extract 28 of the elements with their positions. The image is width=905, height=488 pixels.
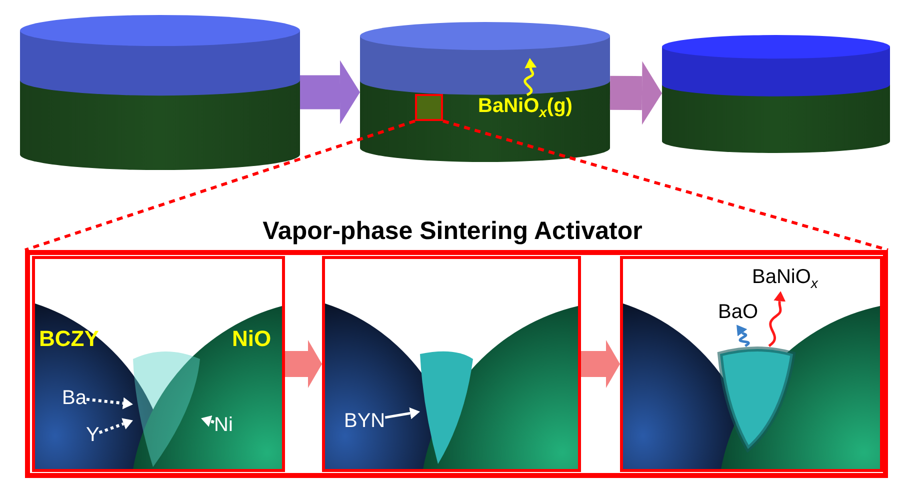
leader-arrow xyxy=(384,407,420,420)
zoom-line xyxy=(442,120,888,252)
diagram-title: Vapor-phase Sintering Activator xyxy=(262,217,644,246)
leader-arrow xyxy=(86,397,133,410)
species-label: BaNiO$_{x}$ xyxy=(752,266,818,292)
material-label: BCZY xyxy=(39,327,99,352)
element-label: Ni xyxy=(214,414,233,436)
vapor-arrow xyxy=(768,291,786,347)
species-label: BaNiO$_{x}$(g) xyxy=(478,95,572,120)
process-arrow xyxy=(581,340,620,388)
vapor-arrow xyxy=(736,324,750,348)
process-arrow xyxy=(610,61,662,126)
element-label: Ba xyxy=(62,387,86,409)
species-label: BaO xyxy=(718,301,758,323)
selection-square xyxy=(415,94,443,121)
leader-arrow xyxy=(98,418,133,434)
leader-arrow xyxy=(201,415,214,427)
element-label: BYN xyxy=(344,410,386,432)
zoom-panel xyxy=(322,256,581,472)
vapor-arrow xyxy=(524,58,537,96)
element-label: Y xyxy=(86,424,100,446)
magnified-view-frame xyxy=(25,250,888,478)
process-arrow xyxy=(285,340,322,388)
process-arrow xyxy=(300,60,360,124)
zoom-line xyxy=(24,120,416,252)
material-label: NiO xyxy=(232,327,272,352)
zoom-panel xyxy=(620,256,883,472)
zoom-panel xyxy=(32,256,285,472)
